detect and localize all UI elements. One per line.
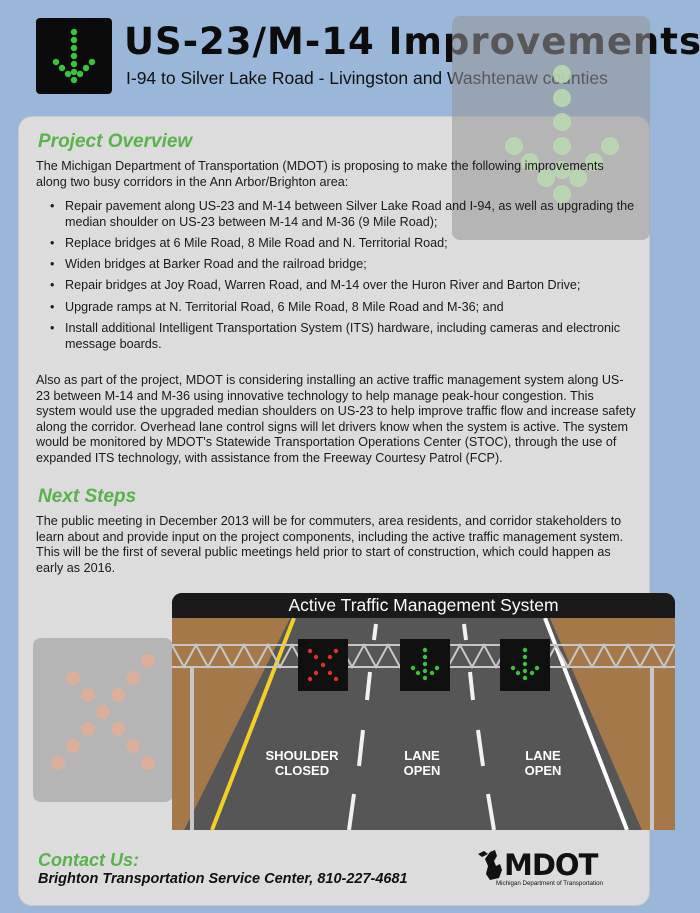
contact-heading: Contact Us: [38,850,140,870]
list-item: Repair bridges at Joy Road, Warren Road,… [50,278,640,294]
lane-open-label-1: LANE OPEN [403,748,441,778]
list-item: Widen bridges at Barker Road and the rai… [50,257,640,273]
overview-paragraph-2: Also as part of the project, MDOT is con… [36,373,636,465]
lane-open-label-2: LANE OPEN [524,748,562,778]
mdot-logo-subtext: Michigan Department of Transportation [496,880,603,887]
ghost-x-icon [33,638,173,802]
list-item: Install additional Intelligent Transport… [50,321,640,352]
red-x-signal-icon [298,639,348,691]
next-steps-text: The public meeting in December 2013 will… [36,514,624,575]
atms-illustration: Active Traffic Management System [172,593,675,830]
green-arrow-signal-icon-1 [400,639,450,691]
list-item: Replace bridges at 6 Mile Road, 8 Mile R… [50,236,640,252]
atms-title: Active Traffic Management System [172,593,675,618]
mdot-logo-text: MDOT [504,848,598,882]
header-arrow-icon [36,18,112,94]
improvements-list: Repair pavement along US-23 and M-14 bet… [50,199,640,358]
list-item: Repair pavement along US-23 and M-14 bet… [50,199,640,230]
contact-info: Brighton Transportation Service Center, … [38,871,408,887]
road-scene [172,618,675,830]
overview-intro: The Michigan Department of Transportatio… [36,159,604,189]
mdot-logo: MDOT Michigan Department of Transportati… [476,848,636,888]
green-arrow-signal-icon-2 [500,639,550,691]
project-overview-heading: Project Overview [38,131,193,152]
michigan-icon [478,850,502,880]
shoulder-closed-label: SHOULDER CLOSED [265,748,339,778]
next-steps-heading: Next Steps [38,486,137,507]
list-item: Upgrade ramps at N. Territorial Road, 6 … [50,300,640,316]
